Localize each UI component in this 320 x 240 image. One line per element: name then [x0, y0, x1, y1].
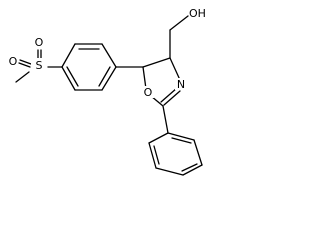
phenyl-bond-5 — [148, 142, 157, 169]
ring-oxygen-label: O — [144, 86, 153, 99]
phenyl-inner-1 — [171, 137, 192, 144]
phenyl-bond-1 — [167, 132, 195, 141]
phenyl-inner-3 — [153, 145, 160, 165]
phenyl-bond-6 — [148, 132, 169, 144]
aryl-inner-3 — [66, 66, 79, 87]
sulfur-label-bg — [31, 58, 47, 72]
phenyl-bond-3 — [182, 164, 203, 176]
bond-c5-c4 — [142, 57, 171, 68]
aryl-bond-3 — [101, 43, 117, 68]
molecule-structure-diagram: S O O O N OH — [9, 7, 206, 176]
bond-s-methyl — [15, 71, 30, 83]
bond-n-c2-2 — [160, 87, 178, 103]
hydroxyl-label: OH — [189, 7, 206, 20]
ring-nitrogen-label-bg — [175, 78, 187, 90]
bond-s-o-left-1 — [18, 62, 31, 68]
aryl-bond-1 — [61, 43, 76, 68]
sulfonyl-oxygen-left-label: O — [9, 55, 18, 68]
ring-nitrogen-label: N — [177, 78, 185, 91]
phenyl-inner-2 — [181, 163, 198, 172]
bond-ch2-oh — [169, 15, 189, 31]
sulfonyl-oxygen-top-label: O — [35, 36, 44, 49]
sulfur-label: S — [36, 59, 43, 72]
bond-c4-n — [169, 57, 181, 81]
phenyl-bond-4 — [155, 167, 184, 176]
aryl-inner-2 — [98, 66, 111, 87]
bond-o-c5 — [142, 66, 147, 90]
phenyl-bond-2 — [193, 139, 203, 166]
bond-c2-phenyl — [162, 105, 169, 134]
bond-s-o-left-2 — [19, 59, 32, 65]
bond-n-c2-1 — [163, 90, 181, 106]
ring-oxygen-label-bg — [142, 86, 154, 98]
aryl-bond-6 — [61, 66, 76, 91]
aryl-bond-4 — [101, 66, 117, 91]
